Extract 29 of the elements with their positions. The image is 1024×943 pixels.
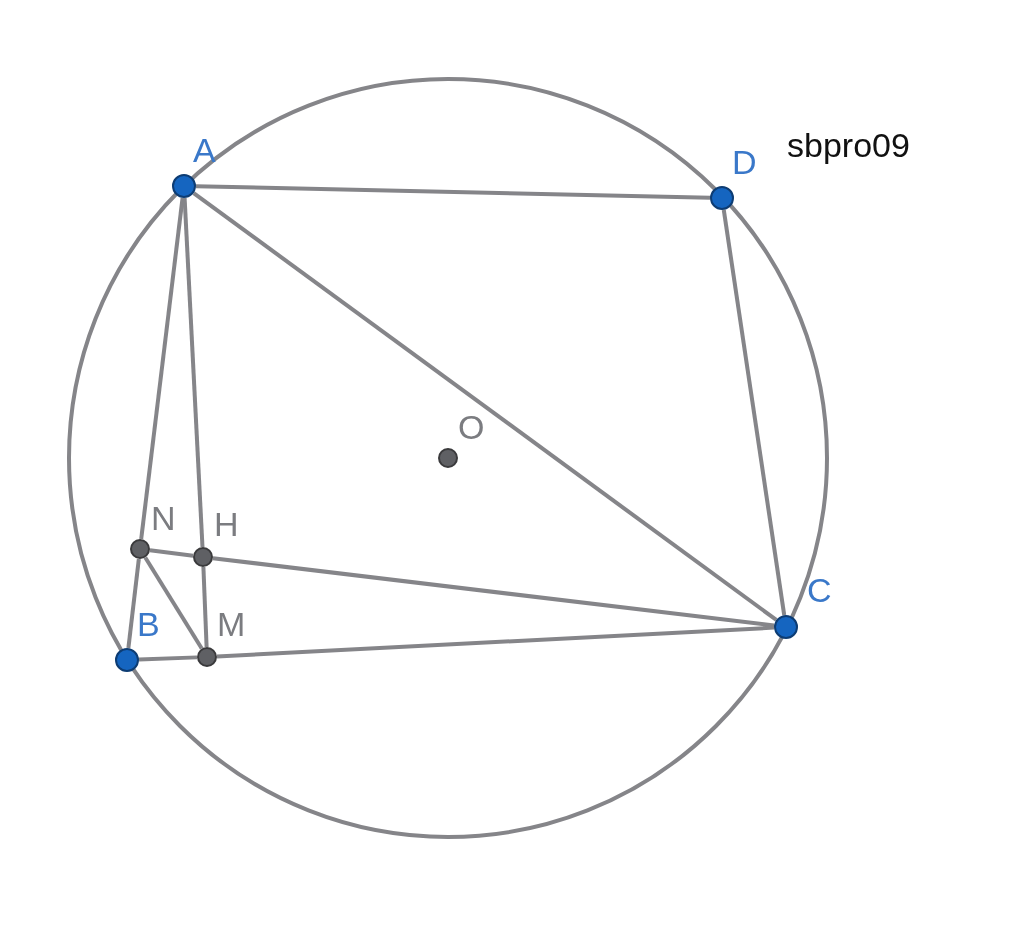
line-segment [192, 191, 778, 622]
line-segment [182, 197, 205, 548]
line-segment [216, 625, 775, 659]
point-label: C [807, 573, 832, 607]
point [710, 186, 734, 210]
point-label: D [732, 145, 757, 179]
note-text: sbpro09 [787, 128, 910, 162]
point [130, 539, 150, 559]
line-segment [195, 184, 711, 200]
line-segment [143, 556, 204, 650]
point [193, 547, 213, 567]
point-label: M [217, 607, 246, 641]
point [172, 174, 196, 198]
line-segment [212, 556, 775, 628]
line-segment [201, 566, 209, 648]
point [115, 648, 139, 672]
line-segment [126, 558, 141, 649]
point-label: A [193, 133, 216, 167]
point-label: N [151, 501, 176, 535]
point-label: O [458, 410, 485, 444]
point-label: H [214, 507, 239, 541]
line-segment [138, 655, 198, 662]
point [774, 615, 798, 639]
line-segment [149, 548, 194, 558]
point-label: B [137, 607, 160, 641]
line-segment [139, 197, 185, 540]
line-segment [721, 209, 787, 616]
point [438, 448, 458, 468]
point [197, 647, 217, 667]
